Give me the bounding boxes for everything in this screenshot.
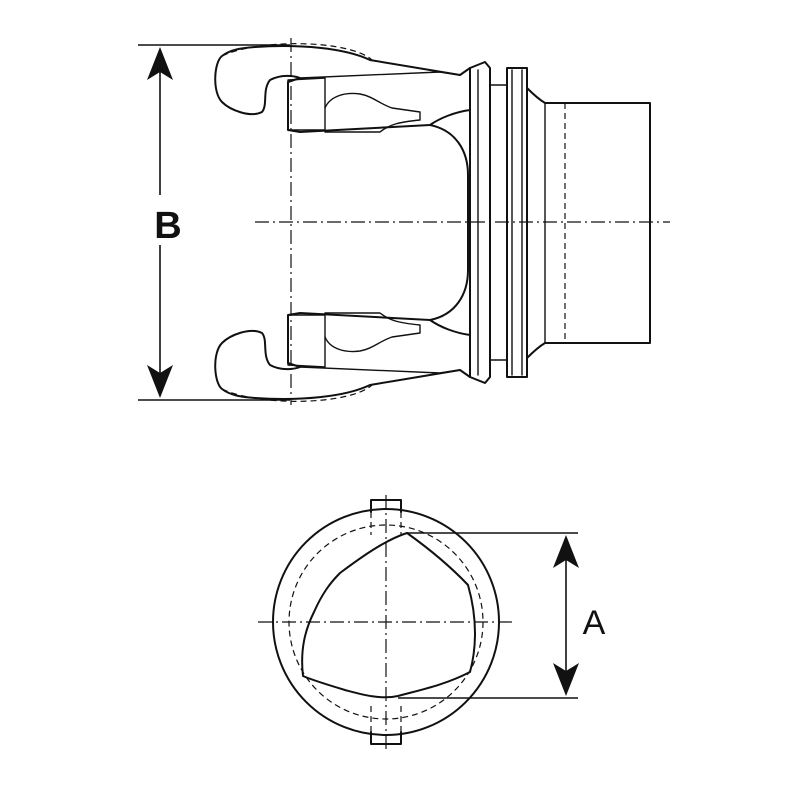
- lower-ear-ellipse: [221, 384, 373, 402]
- tri-lobe-bore-profile: [301, 532, 476, 699]
- upper-ear-ellipse: [221, 43, 373, 61]
- dimension-a-label-bg: [573, 598, 611, 640]
- yoke-hub: [526, 87, 651, 359]
- upper-ear-outline: [214, 45, 471, 133]
- dimension-b-arrow-top: [147, 47, 173, 80]
- upper-pin-bore: [287, 77, 326, 131]
- lower-pin-bore: [287, 314, 326, 368]
- lower-ear-outline: [214, 312, 471, 400]
- dimension-b-label: B: [154, 205, 181, 247]
- yoke-end-view: A: [258, 495, 611, 750]
- dimension-b-label-bg: [145, 195, 189, 245]
- dimension-a-arrow-top: [553, 535, 579, 568]
- yoke-groove-ring: [506, 67, 528, 378]
- dimension-b-arrow-bottom: [147, 365, 173, 398]
- end-view-top-bore-slot: [370, 499, 402, 513]
- end-view-bottom-bore-slot: [370, 731, 402, 745]
- dimension-a-label: A: [583, 604, 606, 642]
- yoke-side-view: B: [138, 38, 670, 405]
- lower-ear-rib: [324, 312, 421, 353]
- upper-ear-edge: [299, 71, 461, 79]
- lower-ear-edge: [299, 366, 461, 374]
- yoke-crotch-curve: [429, 124, 469, 321]
- dimension-a-arrow-bottom: [553, 663, 579, 696]
- yoke-flange: [469, 61, 491, 384]
- upper-ear-rib: [324, 92, 421, 133]
